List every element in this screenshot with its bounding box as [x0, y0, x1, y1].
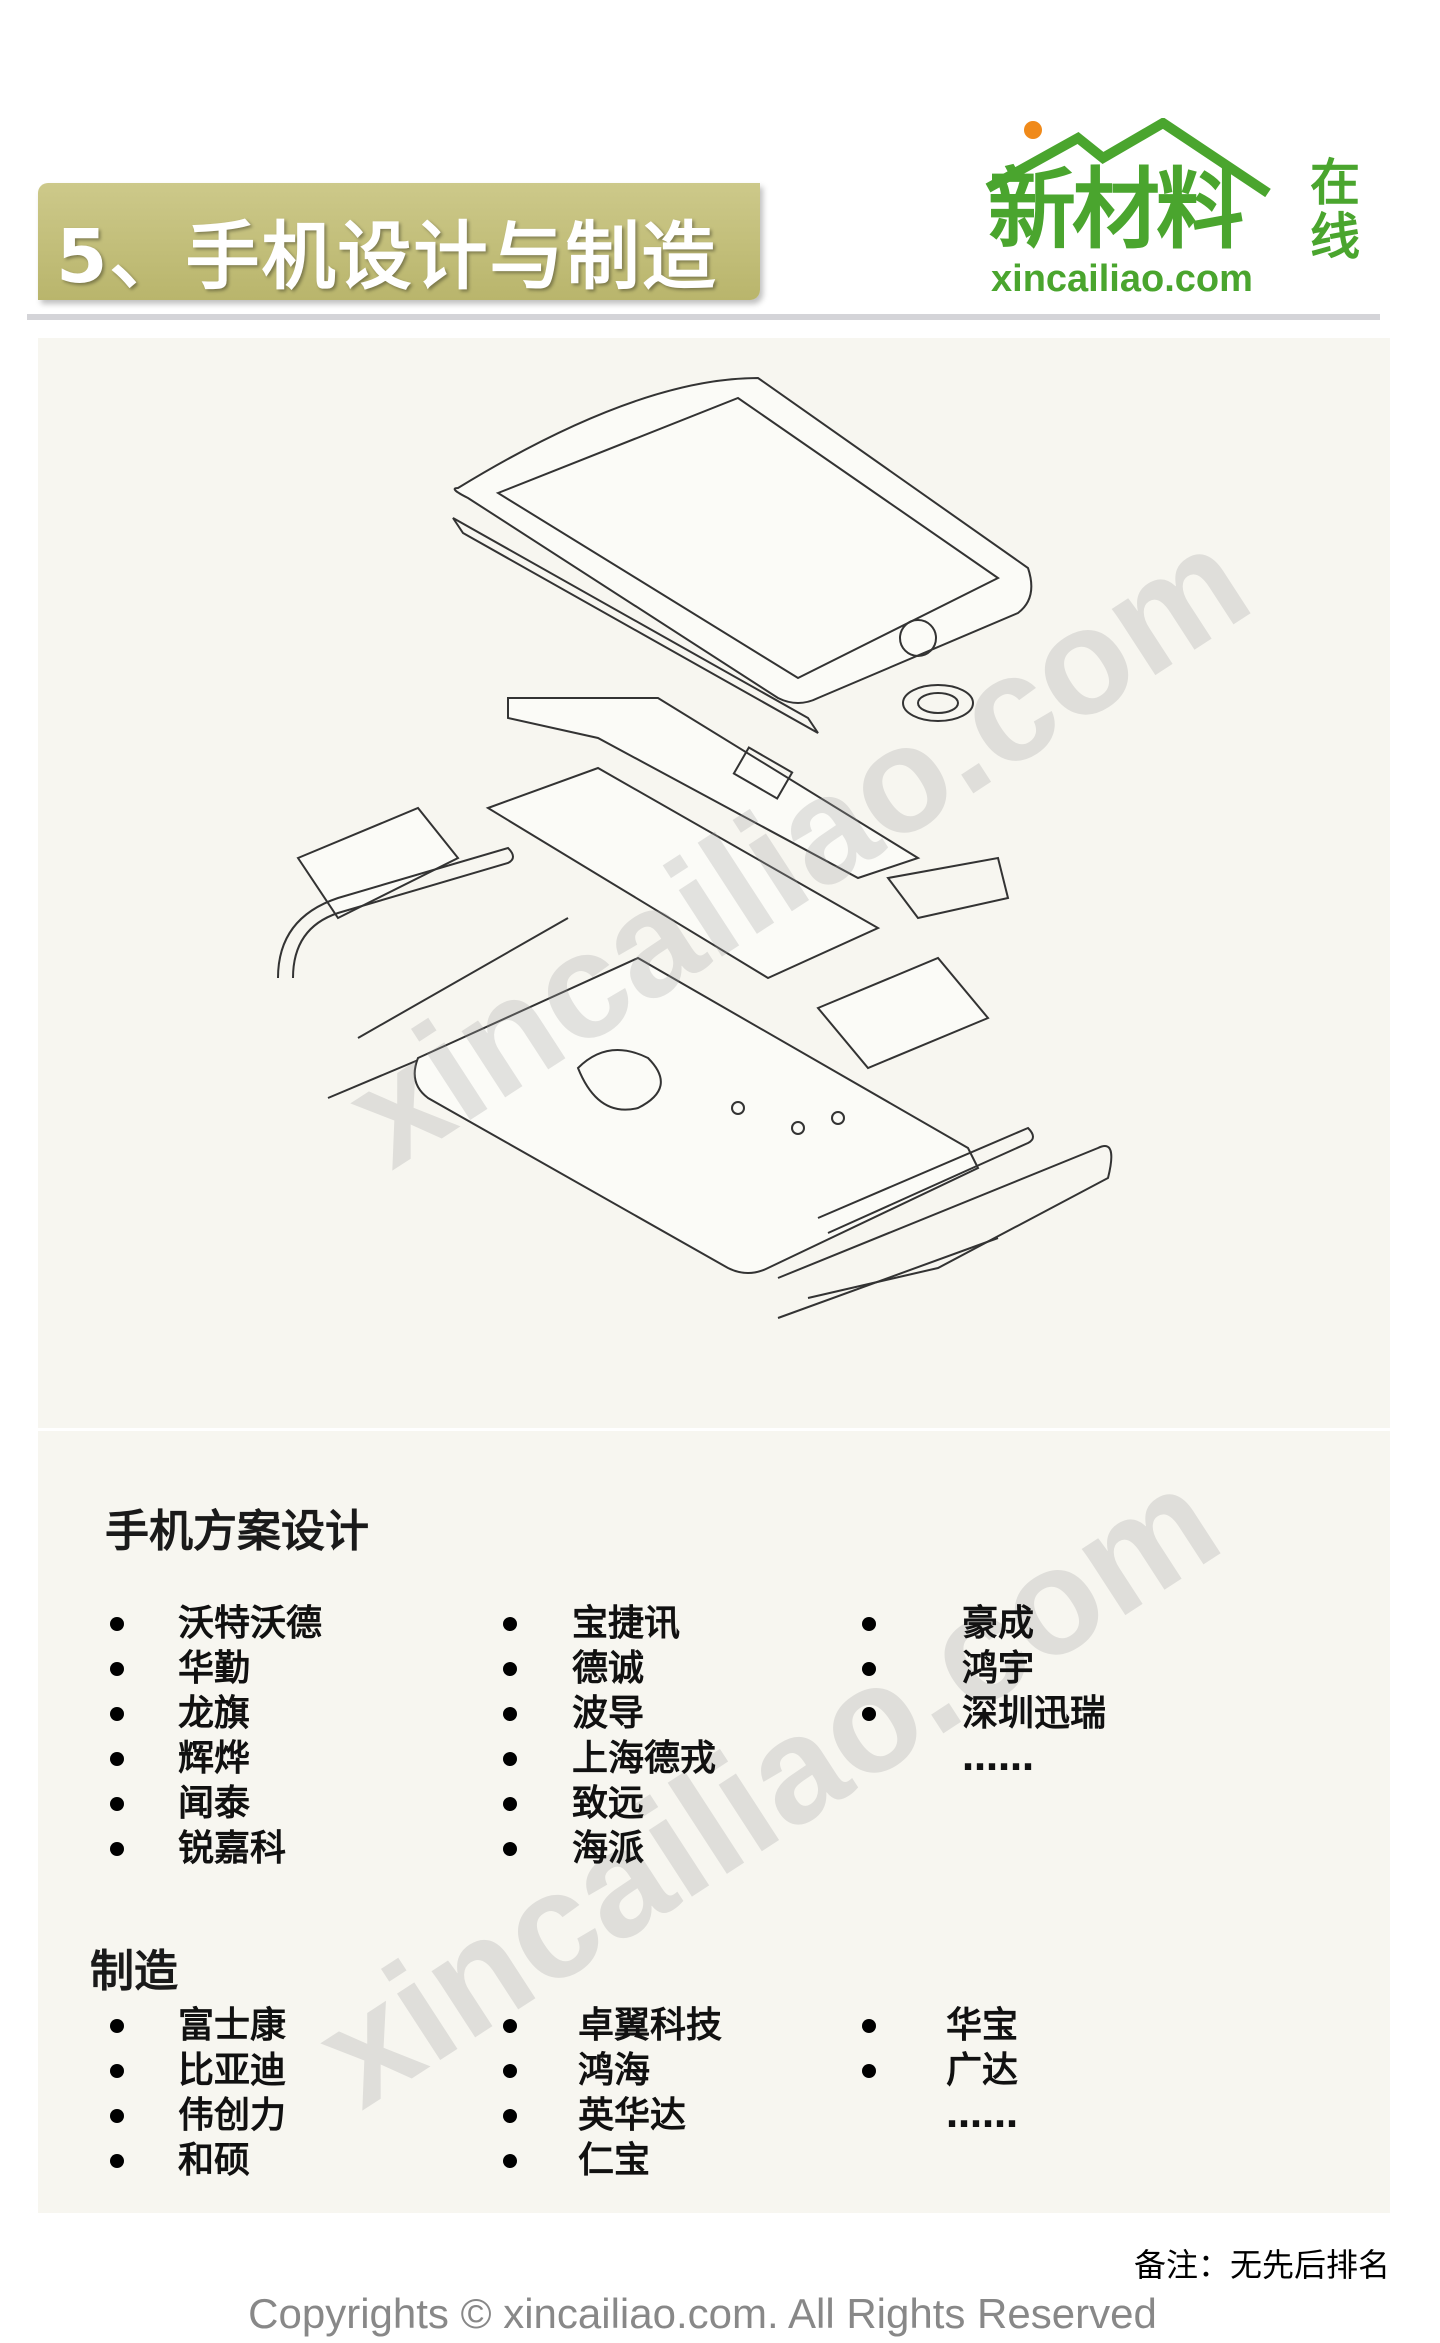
logo-roof-icon: [985, 118, 1271, 198]
bullet-icon: [862, 1707, 876, 1721]
bullet-icon: [110, 1842, 124, 1856]
company-name: 伟创力: [178, 2095, 287, 2136]
company-name: 德诚: [572, 1648, 645, 1689]
bullet-icon: [110, 1707, 124, 1721]
company-name: 辉烨: [178, 1738, 251, 1779]
bullet-icon: [862, 1617, 876, 1631]
company-name: 致远: [572, 1783, 645, 1824]
company-name: 华勤: [178, 1648, 251, 1689]
logo-side-text: 在线: [1310, 154, 1360, 266]
company-name: 富士康: [178, 2005, 287, 2046]
iphone-exploded-diagram: [277, 376, 1113, 1319]
bullet-icon: [110, 1662, 124, 1676]
bullet-icon: [110, 2019, 124, 2033]
company-name: 卓翼科技: [578, 2005, 723, 2046]
logo-url: xincailiao.com: [991, 258, 1253, 300]
company-name: 广达: [946, 2050, 1019, 2091]
manufacturing-heading: 制造: [90, 1946, 178, 1997]
company-name: 和硕: [178, 2140, 251, 2181]
bullet-icon: [503, 1707, 517, 1721]
bullet-icon: [862, 2064, 876, 2078]
bullet-icon: [862, 2019, 876, 2033]
company-name: 鸿宇: [962, 1648, 1035, 1689]
company-name: 沃特沃德: [178, 1603, 323, 1644]
content-panel: [38, 338, 1390, 2213]
bullet-icon: [110, 1752, 124, 1766]
bullet-icon: [110, 2064, 124, 2078]
section-title-banner: 5、手机设计与制造: [38, 183, 760, 300]
company-name: 深圳迅瑞: [962, 1693, 1107, 1734]
bullet-icon: [503, 2154, 517, 2168]
company-name: 华宝: [946, 2005, 1019, 2046]
copyright: Copyrights © xincailiao.com. All Rights …: [248, 2290, 1157, 2337]
bullet-icon: [110, 1617, 124, 1631]
header-divider: [27, 314, 1380, 320]
bullet-icon: [503, 1842, 517, 1856]
bullet-icon: [862, 1662, 876, 1676]
bullet-icon: [503, 2019, 517, 2033]
design-heading: 手机方案设计: [105, 1506, 369, 1557]
bullet-icon: [110, 1797, 124, 1811]
company-name: 龙旗: [178, 1693, 251, 1734]
bullet-icon: [503, 1752, 517, 1766]
more-ellipsis: ……: [962, 1738, 1034, 1779]
bullet-icon: [110, 2154, 124, 2168]
company-name: 海派: [572, 1828, 645, 1869]
bullet-icon: [503, 2064, 517, 2078]
company-name: 仁宝: [578, 2140, 651, 2181]
more-ellipsis: ……: [946, 2095, 1018, 2136]
panel-separator: [38, 1428, 1390, 1431]
bullet-icon: [503, 1617, 517, 1631]
bullet-icon: [503, 2109, 517, 2123]
logo-main-text: 新材料: [988, 158, 1244, 261]
company-name: 上海德戎: [572, 1738, 717, 1779]
company-name: 英华达: [578, 2095, 687, 2136]
bullet-icon: [110, 2109, 124, 2123]
company-name: 豪成: [962, 1603, 1035, 1644]
xincailiao-logo: 新材料 在线 xincailiao.com: [983, 118, 1373, 303]
bullet-icon: [503, 1662, 517, 1676]
company-name: 锐嘉科: [178, 1828, 287, 1869]
company-name: 波导: [572, 1693, 645, 1734]
bullet-icon: [503, 1797, 517, 1811]
company-name: 鸿海: [578, 2050, 651, 2091]
ranking-note: 备注：无先后排名: [1133, 2246, 1390, 2284]
company-name: 闻泰: [178, 1783, 251, 1824]
section-title: 5、手机设计与制造: [56, 214, 718, 300]
company-name: 比亚迪: [178, 2050, 287, 2091]
company-name: 宝捷讯: [572, 1603, 681, 1644]
